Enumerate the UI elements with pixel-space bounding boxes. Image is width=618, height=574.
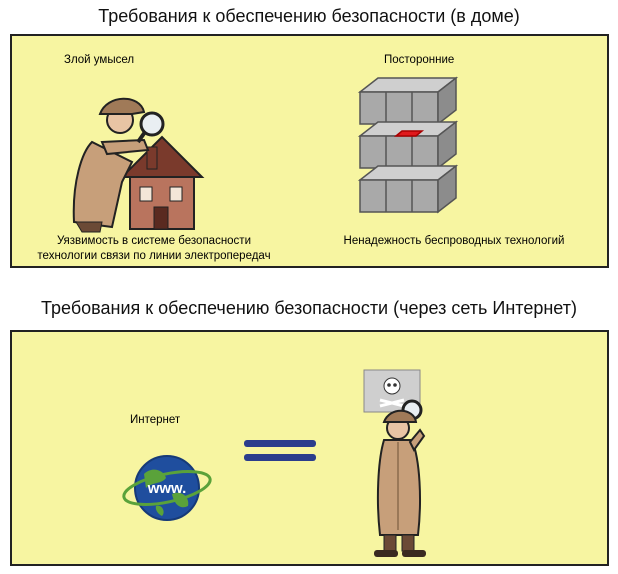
outsiders-label: Посторонние: [384, 54, 455, 66]
wireless-caption: Ненадежность беспроводных технологий: [343, 235, 565, 247]
internet-section-title: Требования к обеспечению безопасности (ч…: [41, 298, 577, 318]
vulnerability-caption-line2: технологии связи по линии электропередач: [37, 250, 271, 262]
globe-www-text: www.: [147, 480, 187, 497]
home-security-panel: Злой умысел Посторонние: [10, 34, 609, 268]
malicious-intent-label: Злой умысел: [64, 54, 135, 66]
internet-security-panel: Интернет www.: [10, 330, 609, 566]
home-section-title: Требования к обеспечению безопасности (в…: [98, 6, 520, 26]
equals-icon: [244, 440, 316, 461]
globe-icon: www.: [122, 455, 212, 521]
pirate-detective-illustration: [363, 369, 426, 557]
cube-stack-illustration: [357, 76, 459, 214]
vulnerability-caption-line1: Уязвимость в системе безопасности: [56, 235, 252, 247]
internet-label: Интернет: [130, 414, 181, 426]
vulnerability-caption: Уязвимость в системе безопасности технол…: [34, 234, 274, 264]
detective-house-illustration: [72, 97, 205, 233]
